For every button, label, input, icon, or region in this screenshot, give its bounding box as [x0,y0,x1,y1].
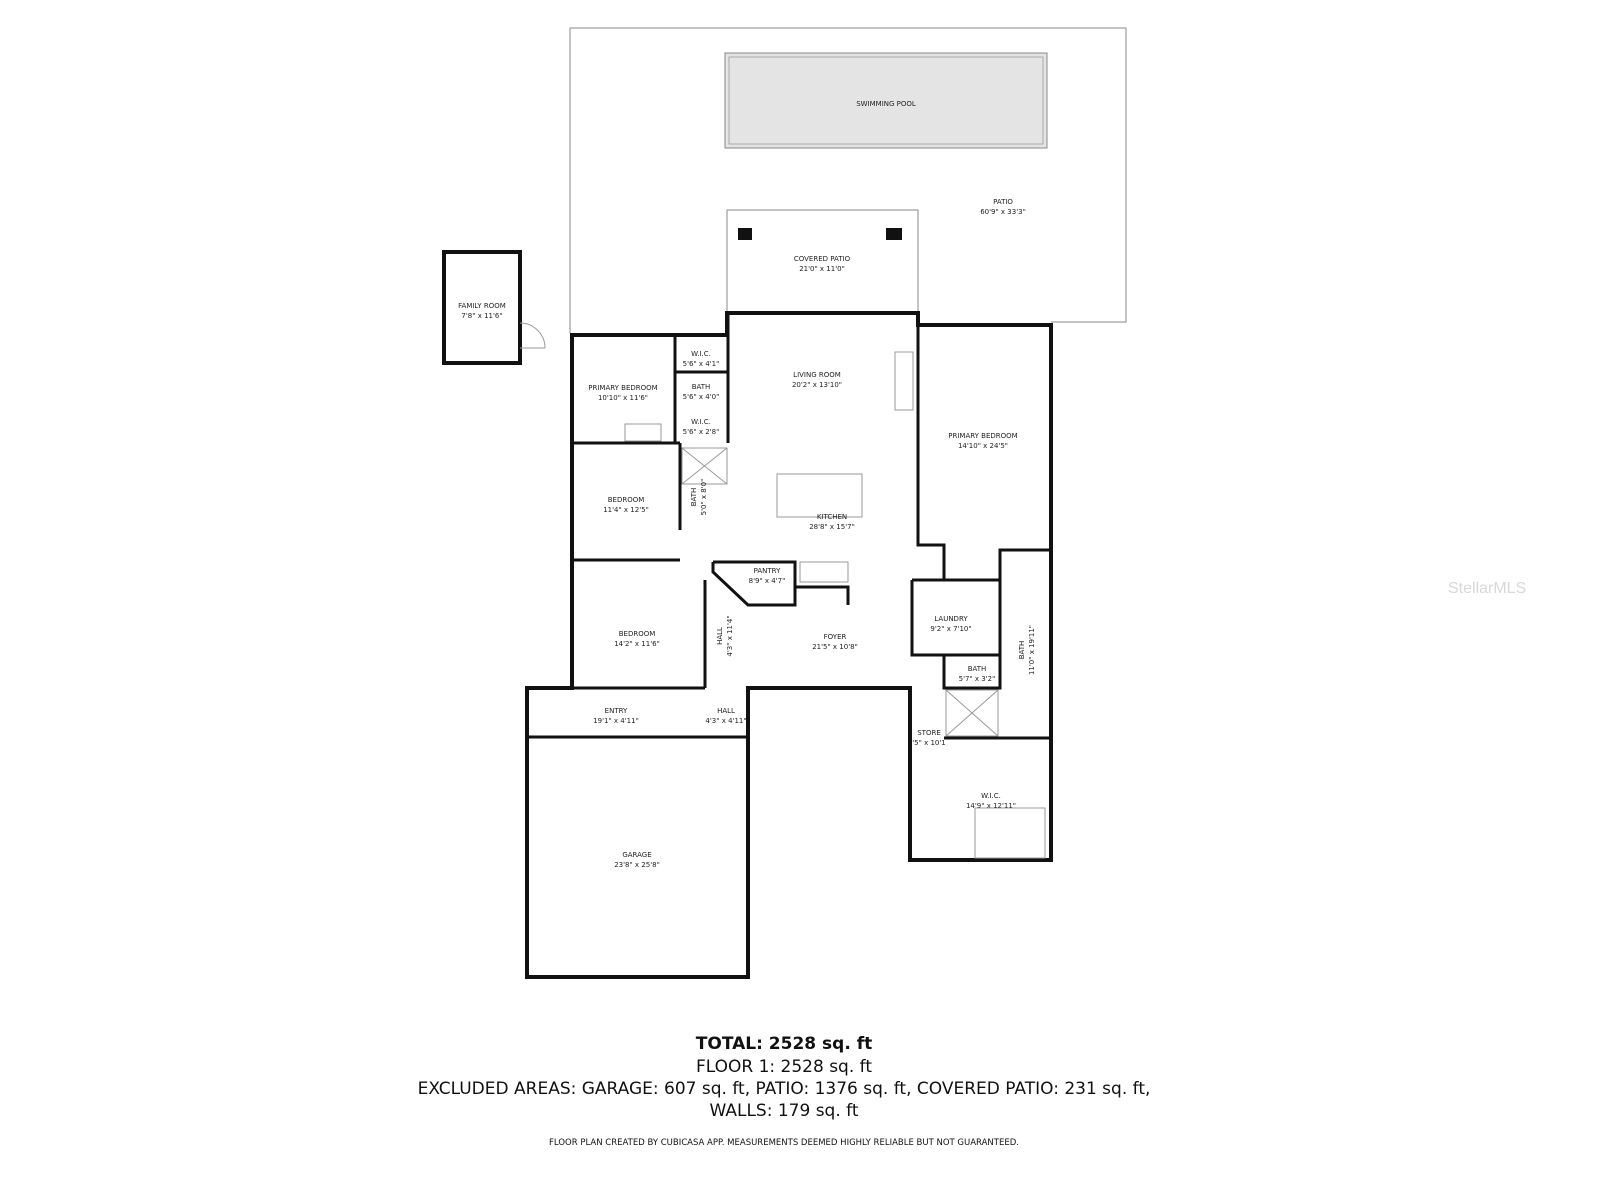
hall-2-dims: 4'3" x 4'11" [705,717,746,725]
living-room-dims: 20'2" x 13'10" [792,381,842,389]
floor1-area: FLOOR 1: 2528 sq. ft [695,1057,873,1077]
primary-bedroom-1-label: PRIMARY BEDROOM [588,384,657,392]
patio-dims: 60'9" x 33'3" [980,208,1026,216]
laundry-dims: 9'2" x 7'10" [930,625,971,633]
covered-patio-label: COVERED PATIO [794,255,851,263]
bedroom-1-dims: 11'4" x 12'5" [603,506,649,514]
bedroom-2-label: BEDROOM [619,630,656,638]
bath-4-label: BATH [1018,641,1026,660]
exterior-walls [525,311,1053,979]
covered-patio-dims: 21'0" x 11'0" [799,265,845,273]
family-room-dims: 7'8" x 11'6" [461,312,502,320]
bath-1-dims: 5'6" x 4'0" [683,393,720,401]
wic-3-dims: 14'9" x 12'11" [966,802,1016,810]
pool-inner-edge [728,56,1044,145]
wic-3-label: W.I.C. [981,792,1001,800]
hall-1-dims: 4'3" x 11'4" [726,615,734,656]
watermark: StellarMLS [1448,580,1527,597]
hall-2-label: HALL [717,707,735,715]
family-room-walls [442,250,522,365]
kitchen-dims: 28'8" x 15'7" [809,523,855,531]
entry-label: ENTRY [605,707,628,715]
garage-dims: 23'8" x 25'8" [614,861,660,869]
column [886,228,902,240]
bath-2-dims: 5'0" x 8'0" [700,479,708,516]
column [738,228,752,240]
foyer-label: FOYER [824,633,847,641]
wic-1-dims: 5'6" x 4'1" [683,360,720,368]
bedroom-2-dims: 14'2" x 11'6" [614,640,660,648]
pantry-label: PANTRY [754,567,781,575]
patio-label: PATIO [993,198,1013,206]
walls-area: WALLS: 179 sq. ft [709,1101,859,1121]
excluded-areas: EXCLUDED AREAS: GARAGE: 607 sq. ft, PATI… [417,1079,1151,1099]
pool-label: SWIMMING POOL [856,100,916,108]
foyer-dims: 21'5" x 10'8" [812,643,858,651]
swimming-pool [724,52,1048,149]
bath-1-label: BATH [692,383,711,391]
pantry-dims: 8'9" x 4'7" [749,577,786,585]
store-dims: '5" x 10'1 [912,739,945,747]
bath-3-label: BATH [968,665,987,673]
door-swing [519,322,546,349]
hall-1-label: HALL [716,627,724,645]
living-room-label: LIVING ROOM [793,371,841,379]
bath-2-label: BATH [690,488,698,507]
wic-1-label: W.I.C. [691,350,711,358]
entry-dims: 19'1" x 4'11" [593,717,639,725]
disclaimer: FLOOR PLAN CREATED BY CUBICASA APP. MEAS… [549,1138,1019,1148]
family-room-label: FAMILY ROOM [458,302,506,310]
store-label: STORE [917,729,941,737]
laundry-label: LAUNDRY [934,615,968,623]
total-area: TOTAL: 2528 sq. ft [695,1034,873,1054]
wic-2-dims: 5'6" x 2'8" [683,428,720,436]
interior-walls [527,313,1051,740]
bath-4-dims: 11'0" x 19'11" [1028,625,1036,675]
bedroom-1-label: BEDROOM [608,496,645,504]
garage-label: GARAGE [622,851,651,859]
primary-bedroom-2-dims: 14'10" x 24'5" [958,442,1008,450]
patio-outline [569,27,1127,333]
primary-bedroom-1-dims: 10'10" x 11'6" [598,394,648,402]
wic-2-label: W.I.C. [691,418,711,426]
primary-bedroom-2-label: PRIMARY BEDROOM [948,432,1017,440]
kitchen-label: KITCHEN [817,513,847,521]
bath-3-dims: 5'7" x 3'2" [959,675,996,683]
fixtures [624,351,1046,859]
